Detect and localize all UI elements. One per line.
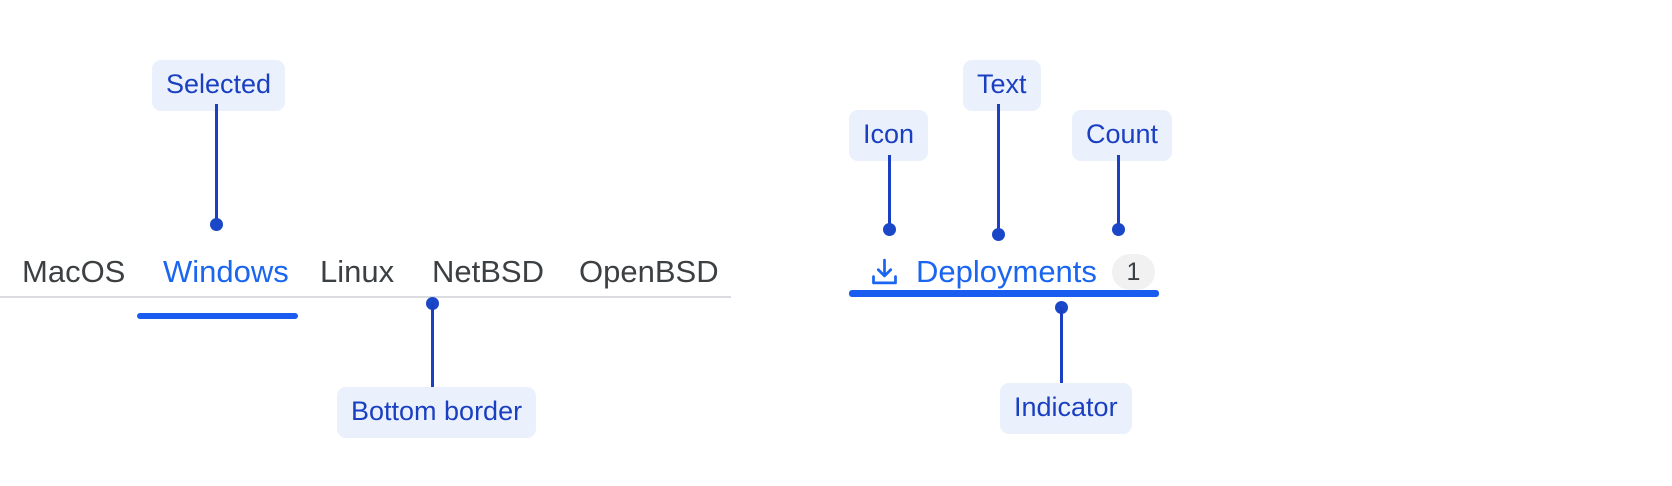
annotation-selected: Selected — [152, 60, 286, 111]
tab-bar-bottom-border — [0, 296, 731, 298]
annotation-icon: Icon — [849, 110, 929, 161]
connector-indicator — [1060, 307, 1063, 383]
tab-deployments-label: Deployments — [916, 254, 1097, 289]
connector-dot-icon — [883, 223, 896, 236]
tab-selected-underline — [137, 313, 298, 319]
connector-bottom-border — [431, 303, 434, 387]
tab-bar-basic: MacOS Windows Linux NetBSD OpenBSD — [0, 246, 731, 322]
tab-linux[interactable]: Linux — [320, 254, 395, 289]
tab-openbsd[interactable]: OpenBSD — [579, 254, 719, 289]
connector-dot-selected — [210, 218, 223, 231]
annotation-indicator: Indicator — [1000, 383, 1132, 434]
download-icon — [868, 256, 901, 289]
tab-netbsd[interactable]: NetBSD — [432, 254, 544, 289]
connector-dot-text — [992, 228, 1005, 241]
tab-macos[interactable]: MacOS — [22, 254, 126, 289]
tab-deployments-indicator — [849, 290, 1159, 297]
annotation-text: Text — [963, 60, 1041, 111]
tab-deployments[interactable]: Deployments 1 — [868, 246, 1155, 298]
connector-dot-count — [1112, 223, 1125, 236]
connector-selected — [215, 104, 218, 222]
connector-count — [1117, 155, 1120, 227]
annotation-bottom-border: Bottom border — [337, 387, 537, 438]
connector-text — [997, 104, 1000, 231]
tab-windows[interactable]: Windows — [163, 254, 289, 289]
tab-deployments-count-badge: 1 — [1111, 254, 1155, 290]
annotation-count: Count — [1072, 110, 1173, 161]
connector-icon — [888, 155, 891, 227]
